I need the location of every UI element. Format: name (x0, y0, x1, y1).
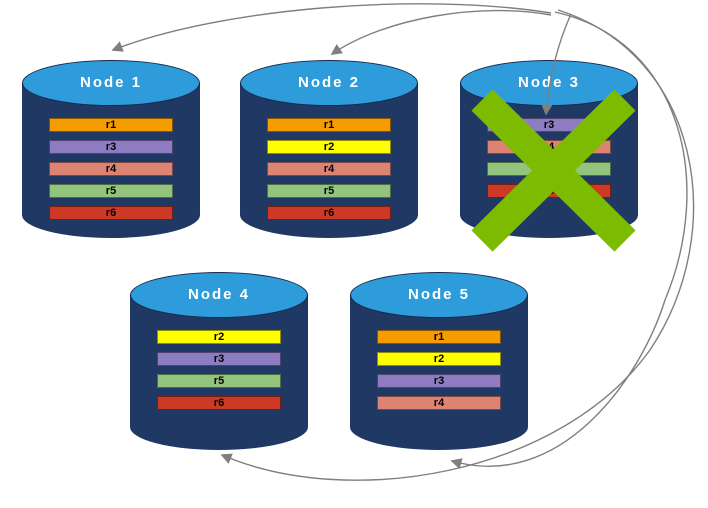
replica-label: r5 (323, 184, 335, 197)
replica-bar-r6: r6 (157, 396, 281, 410)
replica-label: r2 (213, 330, 225, 343)
replica-bar-r2: r2 (267, 140, 391, 154)
replica-list: r1 r2 r3 r4 (377, 330, 501, 410)
db-node-5: r1 r2 r3 r4 Node 5 (350, 272, 528, 450)
replica-label: r3 (433, 374, 445, 387)
replica-list: r1 r3 r4 r5 r6 (49, 118, 173, 220)
replica-bar-r5: r5 (49, 184, 173, 198)
replica-bar-r2: r2 (157, 330, 281, 344)
node-title: Node 3 (517, 74, 580, 91)
replica-label: r6 (323, 206, 335, 219)
replica-bar-r5: r5 (487, 162, 611, 176)
replica-label: r1 (323, 118, 335, 131)
replica-bar-r4: r4 (49, 162, 173, 176)
replica-bar-r5: r5 (267, 184, 391, 198)
node-title: Node 1 (79, 74, 142, 91)
replica-label: r3 (213, 352, 225, 365)
replica-label: r4 (543, 140, 555, 153)
replica-label: r1 (105, 118, 117, 131)
replica-list: r3 r4 r5 r6 (487, 118, 611, 198)
node-title: Node 4 (187, 286, 250, 303)
replica-bar-r3: r3 (157, 352, 281, 366)
db-node-1: r1 r3 r4 r5 r6 Node 1 (22, 60, 200, 238)
cylinder-top: Node 1 (22, 60, 200, 106)
replica-bar-r3: r3 (377, 374, 501, 388)
replica-bar-r6: r6 (487, 184, 611, 198)
cylinder-top: Node 4 (130, 272, 308, 318)
replica-bar-r4: r4 (377, 396, 501, 410)
node-title: Node 2 (297, 74, 360, 91)
replica-label: r6 (105, 206, 117, 219)
replica-label: r3 (105, 140, 117, 153)
replica-list: r2 r3 r5 r6 (157, 330, 281, 410)
replica-label: r5 (543, 162, 555, 175)
replica-label: r4 (433, 396, 445, 409)
db-node-2: r1 r2 r4 r5 r6 Node 2 (240, 60, 418, 238)
replica-label: r6 (213, 396, 225, 409)
cylinder-bottom (460, 192, 638, 238)
arrow-to-node1 (111, 3, 552, 52)
replica-bar-r1: r1 (267, 118, 391, 132)
replica-bar-r1: r1 (377, 330, 501, 344)
replica-bar-r3: r3 (487, 118, 611, 132)
arrow-to-node2 (330, 9, 552, 55)
replica-bar-r3: r3 (49, 140, 173, 154)
replica-bar-r4: r4 (487, 140, 611, 154)
cylinder-top: Node 5 (350, 272, 528, 318)
replica-label: r3 (543, 118, 555, 131)
replica-label: r5 (213, 374, 225, 387)
replica-label: r1 (433, 330, 445, 343)
replica-label: r4 (323, 162, 335, 175)
replica-label: r2 (323, 140, 335, 153)
replica-bar-r1: r1 (49, 118, 173, 132)
replica-label: r5 (105, 184, 117, 197)
replica-bar-r2: r2 (377, 352, 501, 366)
replica-label: r2 (433, 352, 445, 365)
cylinder-bottom (350, 404, 528, 450)
cylinder-bottom (130, 404, 308, 450)
replica-bar-r5: r5 (157, 374, 281, 388)
db-node-4: r2 r3 r5 r6 Node 4 (130, 272, 308, 450)
replica-label: r4 (105, 162, 117, 175)
cylinder-top: Node 3 (460, 60, 638, 106)
node-title: Node 5 (407, 286, 470, 303)
replica-label: r6 (543, 184, 555, 197)
replica-bar-r6: r6 (49, 206, 173, 220)
replica-bar-r4: r4 (267, 162, 391, 176)
db-node-3: r3 r4 r5 r6 Node 3 (460, 60, 638, 238)
cylinder-top: Node 2 (240, 60, 418, 106)
replica-list: r1 r2 r4 r5 r6 (267, 118, 391, 220)
replica-bar-r6: r6 (267, 206, 391, 220)
